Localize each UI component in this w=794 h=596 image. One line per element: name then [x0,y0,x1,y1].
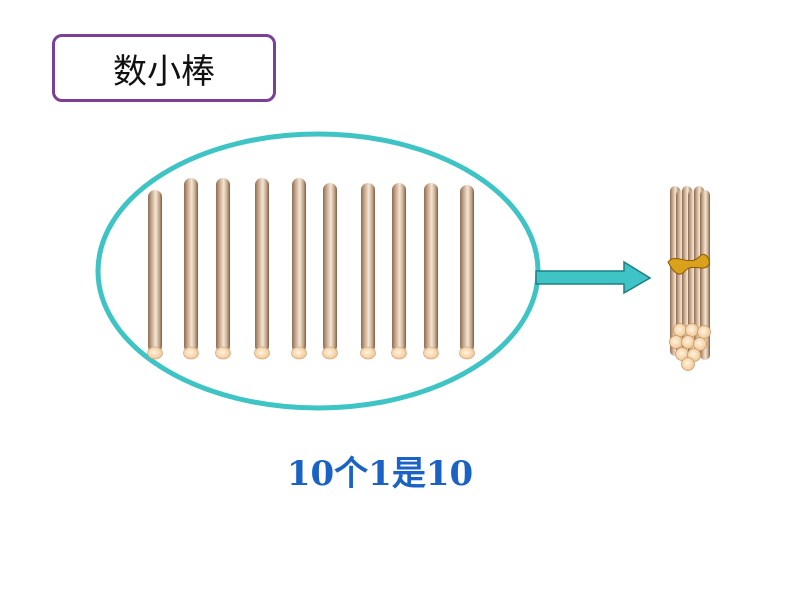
title-text: 数小棒 [113,51,215,92]
bundle-stick-end [673,323,687,337]
bundle-stick-end [669,335,683,349]
stick-bundle [667,186,711,371]
counting-stick [147,190,163,360]
bundle-stick-end [693,337,707,351]
caption-text: 10个1是10 [286,454,474,494]
bundle-tie [667,253,710,275]
counting-stick [254,178,270,360]
bundle-stick-end [681,335,695,349]
sticks-group [147,178,475,360]
counting-stick [291,178,307,360]
counting-stick [423,183,439,360]
bundle-stick [700,190,710,360]
bundle-stick-end [697,325,711,339]
counting-stick [215,178,231,360]
title-box: 数小棒 [52,34,276,102]
counting-stick [360,183,376,360]
counting-stick [459,185,475,360]
counting-stick [322,183,338,360]
counting-stick [391,183,407,360]
arrow [535,260,652,295]
bundle-stick-end [681,357,695,371]
counting-stick [183,178,199,360]
bundle-stick-end [685,323,699,337]
